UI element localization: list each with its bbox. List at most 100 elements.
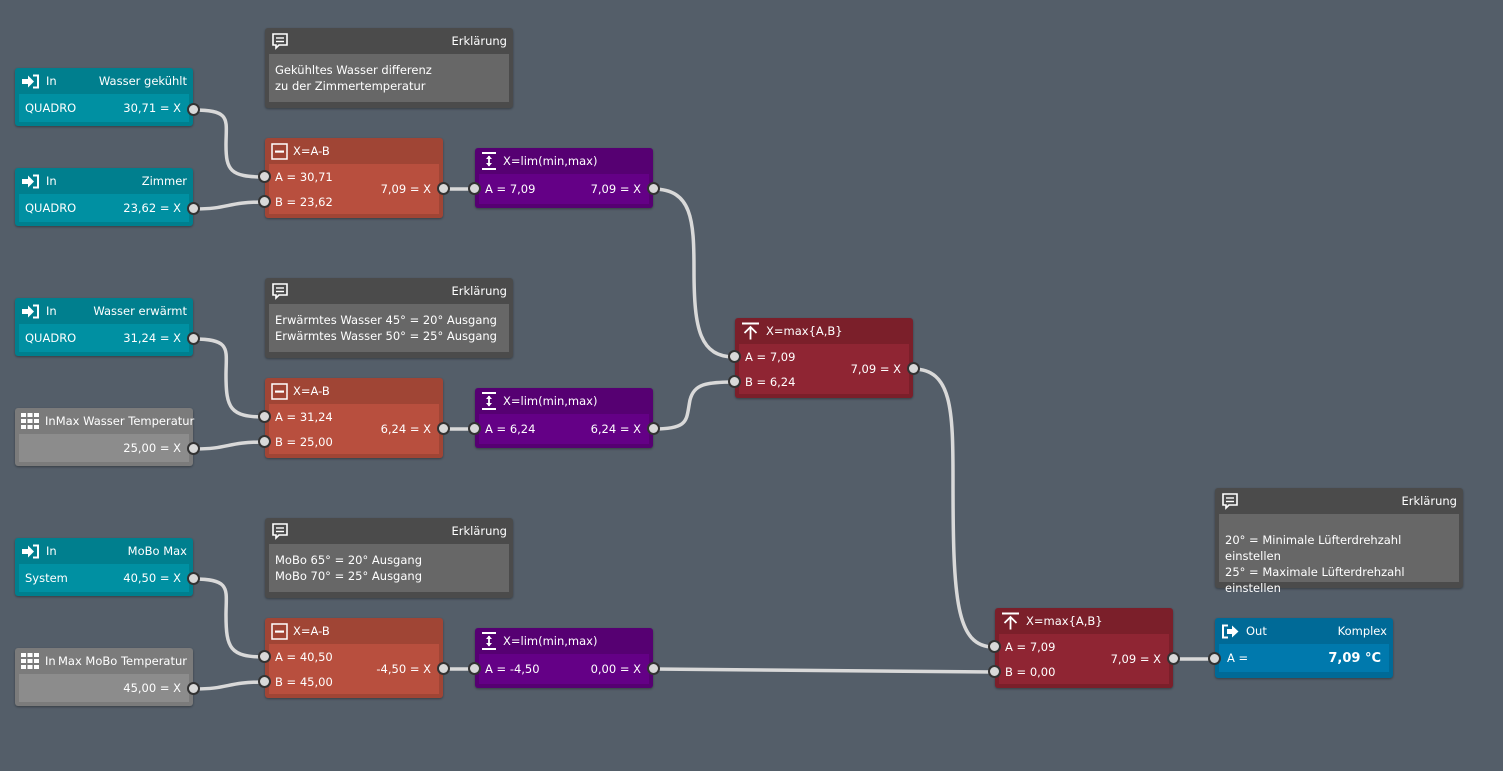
input-port-a[interactable] [1208,652,1221,665]
output-port[interactable] [187,572,200,585]
input-port-a[interactable] [468,422,481,435]
output-port[interactable] [907,362,920,375]
limit-node-body: A = 6,24 6,24 = X [479,414,649,444]
input-port-a[interactable] [468,662,481,675]
node-title: X=lim(min,max) [503,394,598,408]
comment-line: 20° = Minimale Lüfterdrehzahl einstellen [1225,533,1402,563]
input-b-label: B = 23,62 [275,195,333,209]
node-title: X=lim(min,max) [503,634,598,648]
output-port[interactable] [187,103,200,116]
output-port[interactable] [1167,652,1180,665]
input-port-a[interactable] [258,410,271,423]
max-node[interactable]: X=max{A,B} A = 7,09 B = 6,24 7,09 = X [728,318,920,398]
constant-node-header: In Max Wasser Temperatur [15,408,194,434]
input-port-a[interactable] [468,182,481,195]
input-port-b[interactable] [258,435,271,448]
comment-line: 25° = Maximale Lüfterdrehzahl einstellen [1225,565,1405,595]
subtract-node-header: X=A-B [265,378,443,404]
limit-icon [481,392,497,410]
subtract-node[interactable]: X=A-B A = 31,24 B = 25,00 6,24 = X [258,378,450,458]
node-kind-label: In [46,304,57,318]
input-node-wasser-erwaermt[interactable]: In Wasser erwärmt QUADRO 31,24 = X [15,298,200,356]
subtract-node[interactable]: X=A-B A = 40,50 B = 45,00 -4,50 = X [258,618,450,698]
limit-node-body: A = -4,50 0,00 = X [479,654,649,684]
comment-node[interactable]: Erklärung 20° = Minimale Lüfterdrehzahl … [1215,488,1463,595]
wire-const2-sub3b[interactable] [193,680,265,691]
input-a-label: A = 30,71 [275,170,333,184]
output-port[interactable] [187,332,200,345]
input-port-a[interactable] [988,640,1001,653]
input-node-body: QUADRO 30,71 = X [19,94,189,122]
comment-node-header: Erklärung [265,28,513,54]
constant-value[interactable]: 25,00 = X [123,441,181,455]
output-port[interactable] [647,182,660,195]
output-port[interactable] [187,442,200,455]
wire-in4-sub3a[interactable] [193,577,265,659]
wire-in3-sub2a[interactable] [193,337,265,419]
comment-icon [271,32,289,50]
subtract-node[interactable]: X=A-B A = 30,71 B = 23,62 7,09 = X [258,138,450,218]
constant-node-max-mobo-temperatur[interactable]: In Max MoBo Temperatur 45,00 = X [15,648,200,706]
comment-node-header: Erklärung [265,518,513,544]
limit-node-body: A = 7,09 7,09 = X [479,174,649,204]
input-node-mobo-max[interactable]: In MoBo Max System 40,50 = X [15,538,200,596]
input-node-header: In Wasser gekühlt [15,68,193,94]
limit-node-header: X=lim(min,max) [475,628,653,654]
input-value: 40,50 = X [123,571,181,585]
max-node[interactable]: X=max{A,B} A = 7,09 B = 0,00 7,09 = X [988,608,1180,688]
limit-icon [481,632,497,650]
max-node-header: X=max{A,B} [735,318,913,344]
output-port[interactable] [647,662,660,675]
limit-node[interactable]: X=lim(min,max) A = 7,09 7,09 = X [468,148,660,208]
comment-node[interactable]: Erklärung Gekühltes Wasser differenz zu … [265,28,513,108]
input-node-body: QUADRO 31,24 = X [19,324,189,352]
comment-line: Erwärmtes Wasser 45° = 20° Ausgang [275,313,497,327]
comment-title: Erklärung [451,34,507,48]
wire-max1-max2a[interactable] [912,367,995,649]
input-port-b[interactable] [988,665,1001,678]
output-port[interactable] [437,182,450,195]
limit-node[interactable]: X=lim(min,max) A = 6,24 6,24 = X [468,388,660,448]
input-name: Wasser gekühlt [98,74,187,88]
wire-const1-sub2b[interactable] [193,440,265,451]
input-port-b[interactable] [258,195,271,208]
comment-node[interactable]: Erklärung MoBo 65° = 20° Ausgang MoBo 70… [265,518,513,598]
output-port[interactable] [187,202,200,215]
max-icon [1001,612,1020,630]
node-kind-label: In [45,654,56,668]
node-title: X=A-B [293,624,330,638]
wire-lim1-max1a[interactable] [652,187,736,359]
input-node-header: In Wasser erwärmt [15,298,193,324]
input-node-wasser-gekuehlt[interactable]: In Wasser gekühlt QUADRO 30,71 = X [15,68,200,126]
node-title: X=max{A,B} [1026,614,1103,628]
input-node-body: System 40,50 = X [19,564,189,592]
input-source: System [25,571,68,585]
input-port-b[interactable] [728,375,741,388]
wire-lim3-max2b[interactable] [652,667,995,674]
output-port[interactable] [437,422,450,435]
wire-in2-sub1b[interactable] [193,200,265,211]
comment-node[interactable]: Erklärung Erwärmtes Wasser 45° = 20° Aus… [265,278,513,358]
input-port-a[interactable] [728,350,741,363]
comment-line: Gekühltes Wasser differenz [275,63,432,77]
input-port-a[interactable] [258,650,271,663]
output-port[interactable] [187,682,200,695]
input-node-zimmer[interactable]: In Zimmer QUADRO 23,62 = X [15,168,200,226]
output-node-komplex[interactable]: Out Komplex A = 7,09 °C [1208,618,1393,678]
output-port[interactable] [647,422,660,435]
wire-lim2-max1b[interactable] [652,380,736,431]
input-port-b[interactable] [258,675,271,688]
input-name: Wasser erwärmt [93,304,187,318]
comment-line: MoBo 70° = 25° Ausgang [275,569,422,583]
output-value: 6,24 = X [590,422,641,436]
limit-node[interactable]: X=lim(min,max) A = -4,50 0,00 = X [468,628,660,688]
constant-node-body: 45,00 = X [19,674,189,702]
output-port[interactable] [437,662,450,675]
wire-in1-sub1a[interactable] [193,108,265,179]
constant-value[interactable]: 45,00 = X [123,681,181,695]
constant-node-max-wasser-temperatur[interactable]: In Max Wasser Temperatur 25,00 = X [15,408,200,466]
input-port-a[interactable] [258,170,271,183]
output-value: -4,50 = X [376,662,431,676]
node-title: X=A-B [293,144,330,158]
